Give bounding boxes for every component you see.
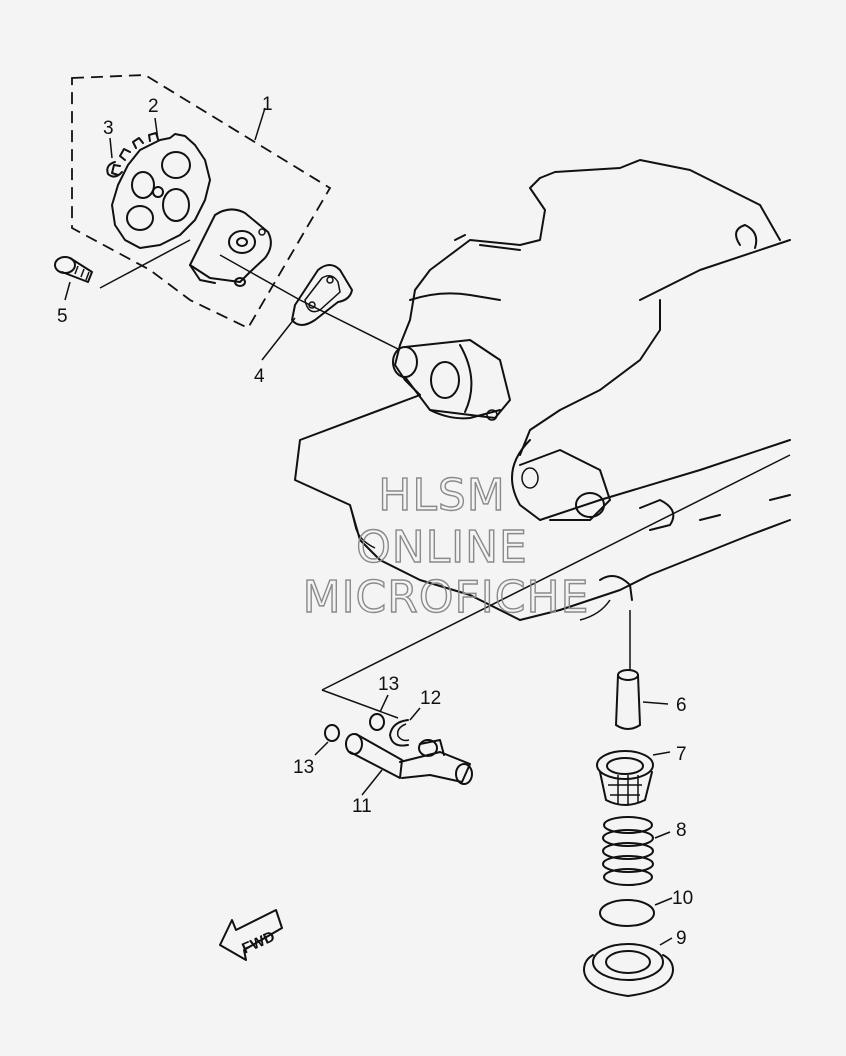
leader-11 (361, 769, 383, 796)
pipe-clip-icon (389, 719, 410, 747)
oil-strainer-icon (596, 750, 654, 806)
callout-9: 9 (676, 928, 687, 949)
o-ring-small-2-icon (324, 724, 340, 742)
callout-10: 10 (672, 888, 693, 909)
o-ring-icon (599, 899, 655, 927)
watermark-line-2: ONLINE (356, 522, 528, 573)
delivery-pipe-icon (345, 733, 473, 785)
callout-6: 6 (676, 695, 687, 716)
alignment-line-pump (219, 254, 401, 351)
leader-5-assembly (99, 239, 191, 289)
callout-2: 2 (148, 96, 159, 117)
callout-4: 4 (254, 366, 265, 387)
callout-8: 8 (676, 820, 687, 841)
drive-gear-icon (111, 132, 211, 249)
callout-3: 3 (103, 118, 114, 139)
leader-2 (154, 117, 159, 141)
callout-7: 7 (676, 744, 687, 765)
watermark: HLSM ONLINE MICROFICHE (302, 469, 590, 623)
callout-11: 11 (352, 796, 372, 817)
leader-10 (654, 897, 673, 906)
bolt-icon (54, 256, 93, 283)
pipe-icon (615, 669, 641, 730)
callout-12: 12 (420, 688, 441, 709)
strainer-connector-line (321, 454, 791, 719)
callout-13b: 13 (293, 757, 314, 778)
drain-plug-icon (583, 943, 674, 997)
callout-13a: 13 (378, 674, 399, 695)
callout-1: 1 (262, 94, 273, 115)
callout-5: 5 (57, 306, 68, 327)
leader-3 (109, 137, 113, 159)
crankcase-outline (294, 159, 791, 621)
fwd-label: FWD (239, 928, 277, 957)
oil-passage-boss (519, 449, 611, 521)
spring-icon (602, 816, 654, 886)
gasket-icon (291, 264, 353, 326)
o-ring-small-1-icon (369, 713, 385, 731)
callout-labels: 1 2 3 4 5 6 7 8 9 10 11 12 13 13 (57, 94, 693, 949)
leader-7 (652, 751, 671, 756)
leader-1 (254, 107, 266, 141)
crankshaft-nose (392, 339, 511, 421)
fwd-arrow-icon: FWD (219, 909, 283, 961)
leader-4 (261, 317, 296, 361)
watermark-line-3: MICROFICHE (303, 572, 590, 623)
leader-12 (409, 707, 421, 721)
leader-6 (642, 701, 669, 705)
leader-13b (314, 741, 329, 756)
leader-9 (659, 937, 673, 946)
assembly-1-boundary (71, 74, 332, 330)
leader-13a (379, 694, 389, 713)
oil-pump-body-icon (189, 208, 272, 287)
circlip-icon (106, 161, 123, 178)
leader-5 (64, 281, 71, 301)
leader-8 (654, 831, 671, 839)
watermark-line-1: HLSM (378, 470, 506, 521)
